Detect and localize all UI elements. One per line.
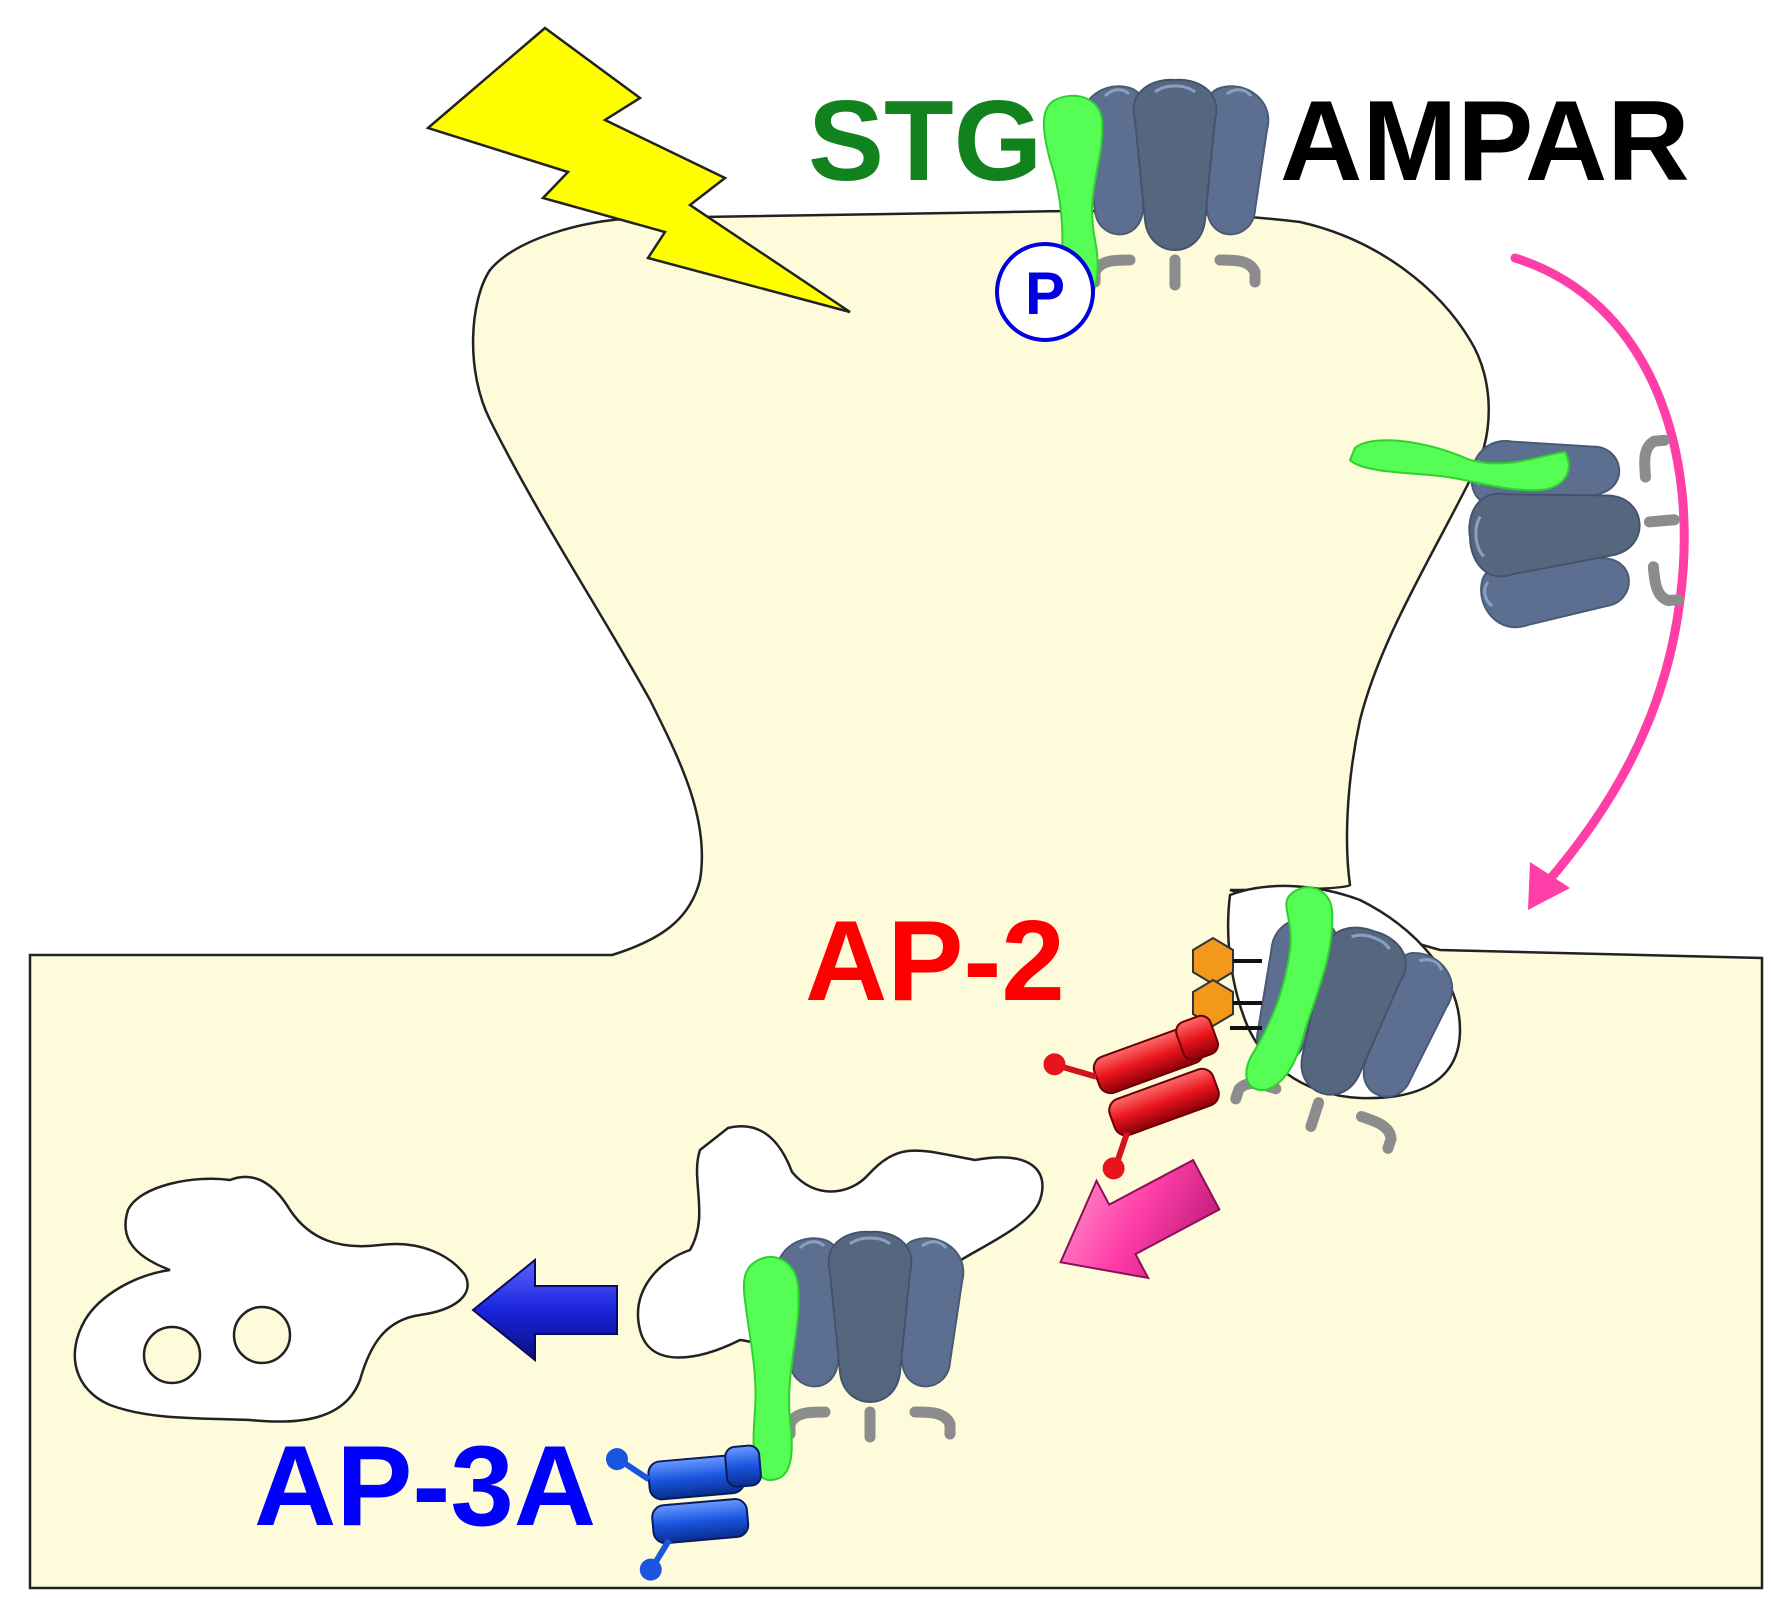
phosphate-label: P	[1025, 260, 1065, 327]
stg-ampar-complex-surface: P	[995, 80, 1268, 342]
phosphate-icon	[995, 242, 1095, 342]
stg-ampar-complex-endosomal	[605, 1232, 963, 1581]
ap2-label: AP-2	[805, 898, 1065, 1025]
ap3a-label: AP-3A	[254, 1423, 596, 1550]
adaptin-ring	[1192, 978, 1234, 1028]
stg-ampar-complex-endocytic	[1043, 886, 1463, 1180]
lightning-bolt-icon	[425, 26, 851, 314]
block-arrow-icon	[1059, 1158, 1221, 1280]
intralumenal-vesicle	[142, 1325, 202, 1385]
stg-protein	[1245, 886, 1334, 1092]
stg-label: STG	[808, 78, 1042, 205]
curved-arrow-icon	[1510, 253, 1689, 890]
stg-ampar-complex-lateral	[1348, 427, 1682, 631]
adaptin-ring	[1192, 936, 1234, 986]
ampar-label: AMPAR	[1280, 78, 1690, 205]
ap2-adaptor	[1043, 1014, 1220, 1180]
stg-protein	[742, 1256, 800, 1482]
ap3a-adaptor	[605, 1444, 762, 1581]
block-arrow-icon	[471, 1257, 618, 1363]
stg-protein	[1348, 439, 1570, 492]
curved-arrow-head	[1528, 862, 1570, 910]
intralumenal-vesicle	[232, 1305, 292, 1365]
